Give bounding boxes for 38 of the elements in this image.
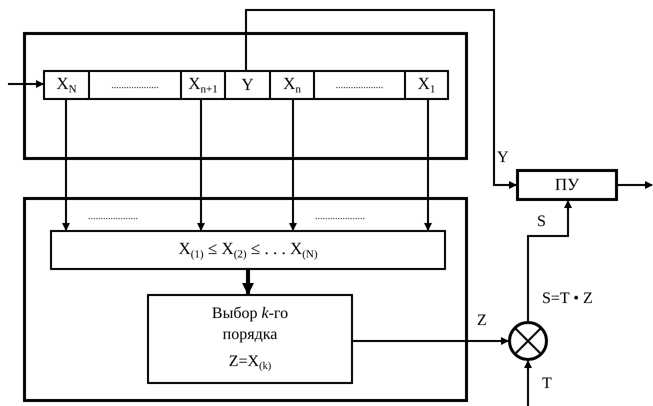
cell-label: X$_{1}$ — [418, 74, 436, 96]
cell-label: Y — [241, 75, 254, 95]
cell-label: ПУ — [554, 175, 580, 195]
arrow — [62, 100, 70, 231]
arrow — [618, 181, 653, 189]
formula: Z=X$_{(k)}$ — [228, 352, 272, 374]
register-cell — [313, 70, 406, 100]
arrow — [197, 100, 205, 231]
register-cell — [404, 70, 449, 100]
arrow — [245, 9, 517, 189]
formula-label: S=T • Z — [542, 291, 593, 307]
arrow — [424, 100, 432, 231]
register-cell — [269, 70, 315, 100]
cell-label: X$_{n+1}$ — [188, 74, 218, 96]
arrow — [353, 337, 509, 345]
dotted-ellipsis: .................... — [315, 212, 365, 222]
multiplier-circle — [508, 321, 548, 361]
register-cell — [224, 70, 271, 100]
cell-label: X$_{(1)}$ ≤ X$_{(2)}$ ≤ . . . X$_{(N)}$ — [178, 239, 318, 261]
arrow — [8, 80, 44, 88]
cell-label: X$_{n}$ — [283, 74, 301, 96]
sorting-box — [50, 230, 446, 270]
dotted-ellipsis: ................... — [336, 80, 384, 90]
cell-label: X$_{N}$ — [56, 74, 77, 96]
arrow — [527, 200, 572, 321]
process-box — [147, 294, 353, 384]
arrow — [289, 100, 297, 231]
block-frame — [23, 197, 468, 402]
block-frame — [23, 32, 468, 160]
register-cell — [180, 70, 226, 100]
arrow — [524, 360, 532, 406]
register-cell — [88, 70, 182, 100]
arrow — [242, 270, 254, 295]
box-title: Выбор k-го порядка — [210, 304, 290, 346]
dotted-ellipsis: .................... — [88, 212, 138, 222]
control-box — [516, 169, 618, 201]
register-cell — [43, 70, 90, 100]
dotted-ellipsis: ................... — [111, 80, 159, 90]
